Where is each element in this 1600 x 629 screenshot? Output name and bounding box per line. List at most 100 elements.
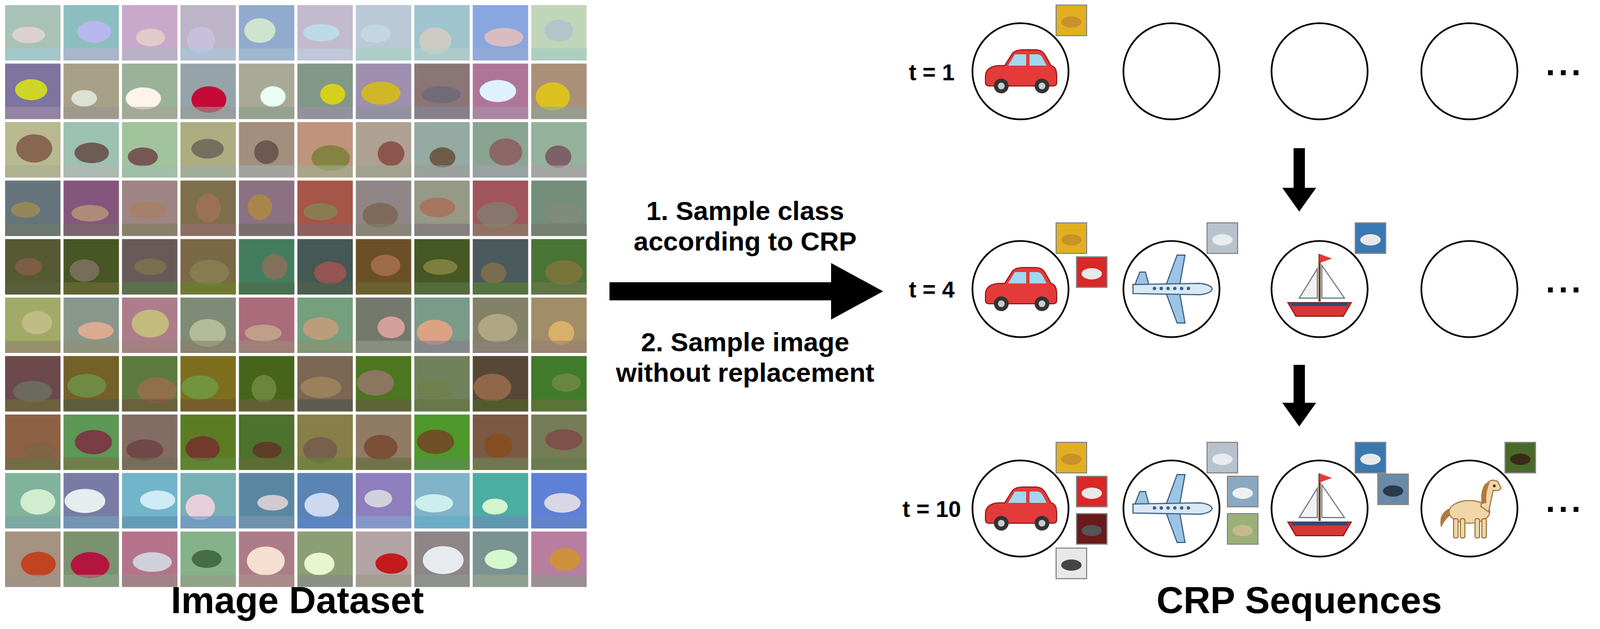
wheel-hub — [1038, 82, 1046, 90]
plane-window — [1186, 506, 1191, 510]
image-thumbnail — [414, 472, 470, 529]
image-ground — [355, 457, 412, 470]
fuselage — [1133, 283, 1213, 295]
image-thumbnail — [414, 122, 470, 178]
image-object — [364, 489, 393, 508]
car-icon — [985, 267, 1057, 311]
image-ground — [122, 48, 178, 61]
image-ground — [531, 457, 587, 470]
image-object — [545, 145, 572, 168]
image-thumbnail — [355, 472, 412, 529]
image-thumbnail — [63, 180, 119, 236]
image-object — [20, 489, 56, 515]
image-thumbnail — [414, 239, 470, 295]
sail — [1321, 265, 1345, 298]
image-object — [136, 28, 166, 47]
image-thumbnail — [472, 5, 529, 61]
image-thumbnail — [239, 180, 295, 236]
image-object — [477, 313, 518, 343]
sample-thumbnail — [1076, 476, 1107, 507]
hull-stripe — [1291, 521, 1348, 526]
crp-table — [1123, 240, 1220, 337]
image-ground — [5, 340, 61, 353]
image-object — [22, 310, 53, 335]
image-object — [70, 551, 110, 578]
image-ground — [414, 340, 470, 353]
image-ground — [5, 574, 61, 587]
image-object — [356, 369, 395, 396]
image-ground — [297, 106, 353, 120]
image-ground — [472, 340, 529, 353]
horse-leg — [1453, 518, 1459, 538]
image-object — [78, 321, 114, 340]
image-thumbnail — [297, 355, 353, 412]
wheel — [1034, 78, 1050, 94]
image-ground — [5, 399, 61, 412]
image-ground — [5, 457, 61, 470]
sample-object — [1232, 524, 1253, 536]
time-label: t = 4 — [908, 276, 955, 303]
image-object — [429, 147, 456, 168]
image-thumbnail — [414, 355, 470, 412]
crp-table — [1421, 460, 1518, 557]
wheel — [1034, 296, 1050, 311]
image-ground — [63, 457, 119, 470]
image-object — [252, 441, 283, 459]
car-icon — [985, 49, 1057, 94]
wing — [1165, 474, 1186, 507]
image-thumbnail — [355, 5, 412, 61]
image-ground — [355, 165, 412, 178]
image-thumbnail — [472, 472, 529, 529]
image-object — [20, 551, 56, 577]
image-thumbnail — [414, 63, 470, 119]
image-object — [370, 254, 401, 276]
wheel-hub — [997, 300, 1005, 307]
horse-head — [1480, 480, 1502, 512]
image-thumbnail — [239, 63, 295, 119]
image-object — [140, 490, 176, 510]
image-ground — [63, 165, 119, 178]
image-object — [422, 545, 464, 574]
image-thumbnail — [5, 414, 61, 470]
image-object — [300, 376, 342, 398]
car-window — [1029, 54, 1047, 66]
car-icon — [985, 486, 1057, 531]
plane-window — [1186, 286, 1191, 291]
image-ground — [239, 516, 295, 529]
image-ground — [63, 516, 119, 529]
image-object — [535, 82, 570, 111]
image-object — [544, 19, 574, 42]
image-object — [77, 20, 112, 43]
sample-thumbnail — [1056, 5, 1087, 36]
image-thumbnail — [355, 531, 412, 587]
image-ground — [122, 340, 178, 353]
image-thumbnail — [531, 297, 587, 353]
image-thumbnail — [297, 122, 353, 178]
image-object — [196, 193, 221, 223]
fuselage — [1133, 502, 1213, 514]
image-thumbnail — [531, 63, 587, 119]
image-object — [419, 197, 456, 218]
image-ground — [180, 457, 236, 470]
horse-leg — [1481, 518, 1487, 538]
image-object — [360, 24, 392, 43]
sample-object — [1360, 453, 1381, 465]
sample-thumbnail — [1377, 473, 1409, 505]
image-thumbnail — [180, 239, 236, 295]
image-ground — [5, 48, 61, 61]
image-thumbnail — [239, 5, 295, 61]
sample-object — [1081, 487, 1102, 499]
wheel — [993, 296, 1009, 311]
image-thumbnail — [122, 5, 178, 61]
sample-thumbnail — [1076, 256, 1107, 288]
image-thumbnail — [63, 414, 119, 470]
image-thumbnail — [5, 122, 61, 178]
sample-thumbnail — [1207, 442, 1238, 473]
image-object — [551, 373, 582, 392]
image-ground — [5, 165, 61, 178]
image-ground — [531, 165, 587, 178]
crp-table — [1123, 23, 1220, 120]
image-ground — [472, 399, 529, 412]
image-ground — [239, 48, 295, 61]
image-object — [254, 140, 279, 164]
